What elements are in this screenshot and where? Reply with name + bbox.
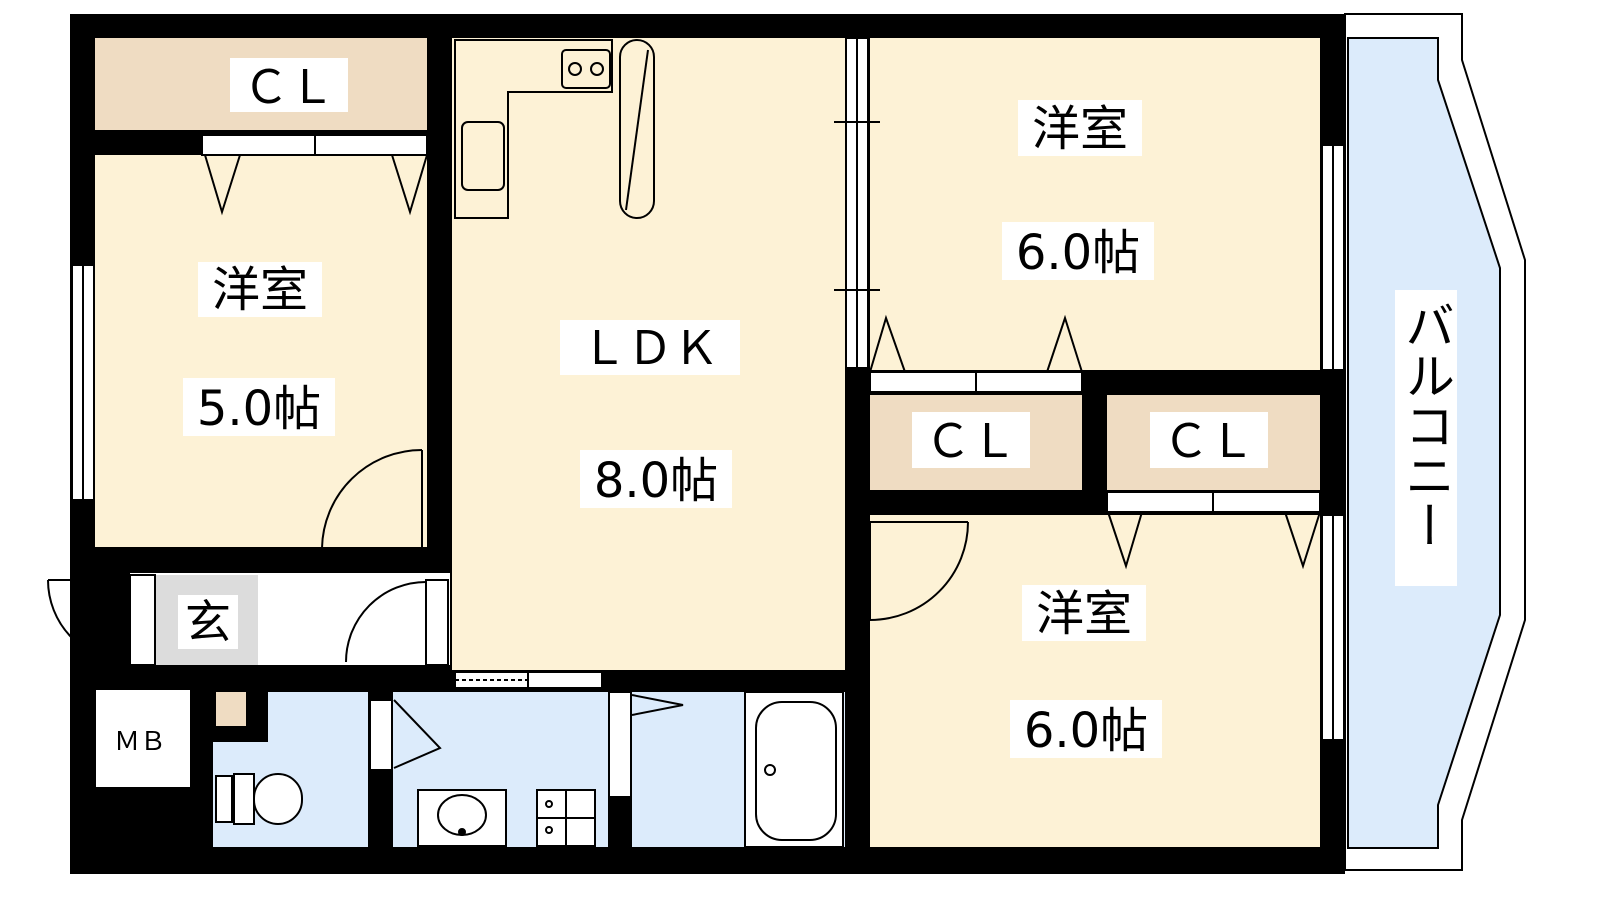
mb-space	[95, 690, 190, 787]
room-top-right-size-bg	[1002, 222, 1154, 280]
ldk-size: 8.0帖	[594, 453, 718, 509]
balcony-label-bg	[1395, 290, 1457, 586]
ldk-label-bg	[560, 320, 740, 375]
mb-label: ＭＢ	[114, 727, 166, 757]
toilet	[215, 773, 303, 825]
room-left-door[interactable]	[321, 449, 423, 549]
washbasin	[417, 789, 596, 847]
cl-top-label: ＣＬ	[243, 60, 335, 114]
room-top-right	[870, 38, 1320, 370]
room-bottom-right-size: 6.0帖	[1024, 703, 1148, 759]
room-left-label-bg	[198, 262, 322, 317]
bathtub	[744, 691, 844, 848]
bathroom-door[interactable]	[608, 691, 684, 798]
room-left-size: 5.0帖	[197, 381, 321, 437]
washroom-door[interactable]	[369, 699, 442, 771]
room-bottom-right-size-bg	[1010, 700, 1162, 758]
cl-mid-right-label: ＣＬ	[1163, 414, 1255, 468]
room-bottom-right-label-bg	[1022, 585, 1146, 641]
room-left	[95, 155, 427, 547]
room-top-right-label-bg	[1018, 100, 1142, 156]
genkan-label: 玄	[185, 595, 231, 649]
window-right-bottom	[1321, 514, 1345, 741]
ldk-label: ＬＤＫ	[581, 321, 719, 375]
cl-top-label-bg	[230, 58, 348, 112]
ldk-size-bg	[580, 450, 732, 508]
genkan-label-bg	[178, 595, 238, 649]
cl-mid-right-label-bg	[1150, 412, 1268, 468]
room-bottom-right	[870, 515, 1320, 847]
window-left	[71, 264, 95, 501]
room-left-label: 洋室	[212, 262, 308, 318]
closet-mid-right-doors[interactable]	[1106, 491, 1321, 570]
room-left-size-bg	[183, 378, 335, 436]
hall-door[interactable]	[345, 579, 449, 666]
ldk-partition[interactable]	[834, 37, 880, 369]
room-bottom-right-label: 洋室	[1036, 586, 1132, 642]
room-bottom-right-door[interactable]	[869, 521, 969, 621]
toilet-step-inner	[216, 692, 246, 726]
ldk-bottom-doors[interactable]	[454, 671, 603, 689]
balcony-label: バルコニー	[1397, 300, 1455, 550]
closet-mid-left-doors[interactable]	[869, 314, 1083, 393]
cl-mid-left-label-bg	[912, 412, 1030, 468]
closet-top-doors[interactable]	[201, 134, 428, 216]
window-right-top	[1321, 144, 1345, 371]
room-top-right-size: 6.0帖	[1016, 225, 1140, 281]
kitchen-counter	[454, 39, 655, 219]
cl-mid-left-label: ＣＬ	[925, 414, 1017, 468]
room-top-right-label: 洋室	[1032, 101, 1128, 157]
entrance-door[interactable]	[47, 574, 156, 666]
